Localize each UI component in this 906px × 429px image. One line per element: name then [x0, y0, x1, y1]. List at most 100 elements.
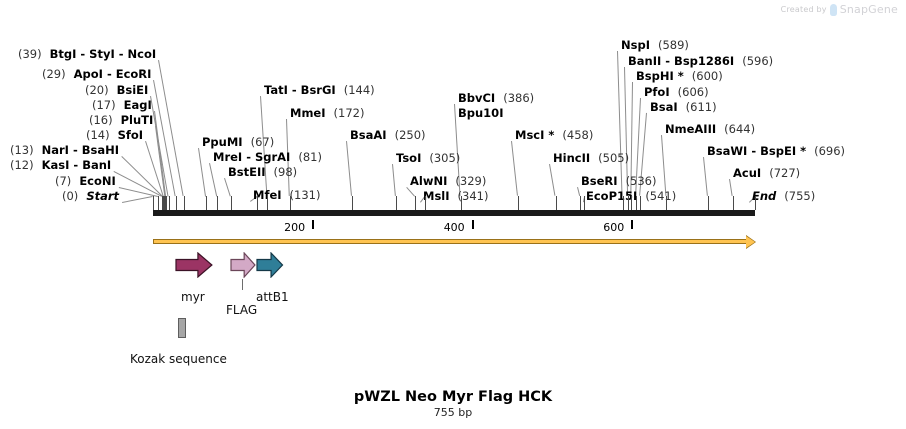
site-position-label: (39)	[18, 47, 42, 61]
site-enzyme-names: MreI - SgrAI	[213, 150, 291, 164]
watermark-brand-label: SnapGene	[839, 3, 898, 16]
restriction-site-label-sfoi: (14) SfoI	[86, 128, 144, 142]
feature-label-kozak: Kozak sequence	[130, 352, 227, 366]
site-enzyme-names: PpuMI	[202, 135, 243, 149]
site-position-label: (305)	[429, 151, 461, 165]
restriction-site-tick	[352, 196, 353, 210]
site-position-label: (458)	[562, 128, 594, 142]
site-enzyme-names: MmeI	[290, 106, 326, 120]
leader-line	[577, 187, 581, 197]
restriction-site-tick	[707, 196, 709, 210]
restriction-site-tick	[162, 196, 164, 210]
restriction-site-label-mmei: MmeI (172)	[290, 106, 365, 120]
site-enzyme-names: NmeAIII	[665, 122, 717, 136]
feature-kozak-sequence[interactable]	[178, 318, 186, 338]
restriction-site-label-eagi: (17) EagI	[92, 98, 152, 112]
leader-line	[113, 171, 163, 197]
restriction-site-label-start: (0) Start	[62, 189, 120, 203]
site-position-label: (505)	[598, 151, 630, 165]
orf-arrowhead	[746, 235, 755, 248]
site-position-label: (696)	[814, 144, 846, 158]
site-enzyme-names: BsaWI - BspEI *	[707, 144, 807, 158]
site-position-label: (12)	[10, 158, 34, 172]
site-position-label: (611)	[685, 100, 717, 114]
restriction-site-tick	[622, 196, 624, 210]
restriction-site-tick	[166, 196, 168, 210]
site-position-label: (596)	[742, 54, 774, 68]
feature-arrow-attb1[interactable]	[256, 252, 284, 278]
site-enzyme-names: PfoI	[644, 85, 670, 99]
restriction-site-tick	[636, 196, 638, 210]
restriction-site-label-mrei: MreI - SgrAI (81)	[213, 150, 322, 164]
restriction-site-label-bpu10i: Bpu10I	[458, 106, 504, 120]
restriction-site-tick	[580, 196, 582, 210]
site-enzyme-names: AlwNI	[410, 174, 448, 188]
restriction-site-label-mfei: MfeI (131)	[253, 188, 320, 202]
site-enzyme-names: EagI	[123, 98, 152, 112]
site-enzyme-names: BtgI - StyI - NcoI	[49, 47, 157, 61]
leader-line	[209, 163, 218, 197]
restriction-site-label-alwni: AlwNI (329)	[410, 174, 486, 188]
site-enzyme-names: MfeI	[253, 188, 282, 202]
leader-line	[549, 164, 556, 197]
restriction-site-label-bsaai: BsaAI (250)	[350, 129, 426, 141]
restriction-site-tick	[206, 196, 207, 210]
leader-line	[703, 157, 708, 197]
leader-line	[511, 141, 518, 197]
restriction-site-label-mslii: MslI (341)	[423, 189, 489, 203]
restriction-site-tick	[267, 196, 269, 210]
site-enzyme-names: HincII	[553, 151, 591, 165]
restriction-site-tick	[640, 196, 642, 210]
restriction-site-tick	[666, 196, 668, 210]
feature-arrow-myr[interactable]	[175, 252, 213, 278]
restriction-site-tick	[518, 196, 519, 210]
ruler-tick-mark	[471, 220, 474, 229]
restriction-site-tick	[628, 196, 630, 210]
site-position-label: (341)	[457, 189, 489, 203]
site-position-label: (0)	[62, 189, 79, 203]
site-position-label: (606)	[677, 85, 709, 99]
site-enzyme-names: End	[752, 189, 777, 203]
site-enzyme-names: ApoI - EcoRI	[73, 67, 152, 81]
site-enzyme-names: PluTI	[120, 113, 154, 127]
site-position-label: (386)	[503, 91, 535, 105]
leader-line	[224, 178, 231, 197]
restriction-site-tick	[415, 196, 416, 210]
restriction-site-label-kasi: (12) KasI - BanI	[10, 158, 111, 172]
feature-label-myr: myr	[181, 290, 205, 304]
restriction-site-tick	[755, 196, 756, 210]
site-enzyme-names: Start	[86, 189, 120, 203]
site-position-label: (589)	[658, 38, 689, 52]
restriction-site-label-hincii: HincII (505)	[553, 151, 630, 165]
site-enzyme-names: EcoNI	[79, 174, 116, 188]
restriction-site-tick	[158, 196, 160, 210]
site-enzyme-names: Bpu10I	[458, 106, 504, 120]
site-position-label: (29)	[42, 67, 66, 81]
site-enzyme-names: BstEII	[228, 165, 266, 179]
restriction-site-tick	[183, 196, 185, 210]
site-position-label: (20)	[85, 83, 109, 97]
leader-line	[729, 179, 733, 197]
site-enzyme-names: EcoP15I	[586, 189, 638, 203]
restriction-site-label-bsai: BsaI (611)	[650, 100, 717, 114]
site-enzyme-names: TsoI	[396, 151, 422, 165]
ruler-tick-label: 600	[603, 221, 625, 234]
leader-line	[406, 187, 416, 197]
restriction-site-label-bsawi: BsaWI - BspEI * (696)	[707, 144, 846, 158]
restriction-site-tick	[732, 196, 734, 210]
restriction-site-label-tsoi: TsoI (305)	[396, 151, 461, 165]
restriction-site-tick	[175, 196, 177, 210]
restriction-site-label-end: End (755)	[752, 189, 815, 203]
restriction-site-tick	[395, 196, 397, 210]
leader-line	[661, 135, 667, 197]
restriction-site-tick	[460, 196, 462, 210]
restriction-site-label-apoi: (29) ApoI - EcoRI	[42, 67, 152, 81]
ruler-tick-mark	[631, 220, 634, 229]
feature-arrow-flag[interactable]	[230, 252, 256, 278]
site-position-label: (172)	[333, 106, 365, 120]
restriction-site-tick	[230, 196, 232, 210]
site-enzyme-names: BsaI	[650, 100, 678, 114]
site-position-label: (541)	[645, 189, 677, 203]
site-enzyme-names: SfoI	[117, 128, 144, 142]
